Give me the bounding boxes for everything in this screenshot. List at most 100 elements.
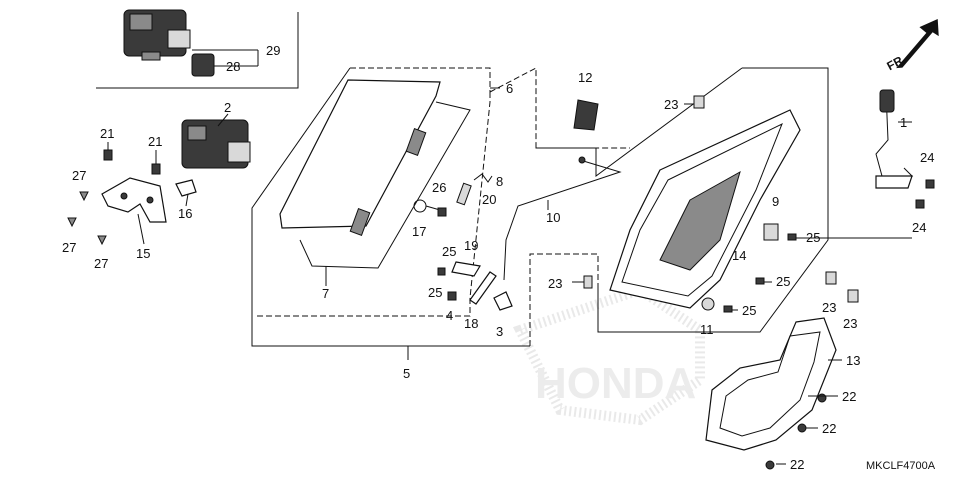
leader-28-29 [192, 49, 259, 67]
callout-22-c: 22 [790, 457, 804, 472]
grommet-22-a [817, 393, 827, 403]
part-10-cable [503, 159, 622, 281]
callout-21-a: 21 [100, 126, 114, 141]
callout-3: 3 [496, 324, 503, 339]
callout-26: 26 [432, 180, 446, 195]
callout-25-e: 25 [742, 303, 756, 318]
direction-label: FR. [884, 52, 908, 73]
screw-25-c [787, 233, 797, 241]
part-6-lid [279, 79, 441, 236]
part-17-spring [413, 199, 441, 213]
grommet-22-c [765, 460, 775, 470]
part-20-pin [456, 182, 472, 206]
callout-10: 10 [546, 210, 560, 225]
callout-16: 16 [178, 206, 192, 221]
bolt-21-b [151, 150, 161, 175]
part-11-grommet [701, 297, 715, 311]
clip-27-a [79, 191, 89, 202]
callout-19: 19 [464, 238, 478, 253]
part-28-connector [191, 53, 215, 77]
screw-4 [447, 291, 457, 301]
callout-27-c: 27 [94, 256, 108, 271]
callout-9: 9 [772, 194, 779, 209]
part-9-bracket [763, 223, 779, 241]
callout-6: 6 [506, 81, 513, 96]
nut-23-d [847, 289, 859, 303]
callout-25-d: 25 [776, 274, 790, 289]
screw-24-b [915, 199, 925, 209]
callout-24-b: 24 [912, 220, 926, 235]
callout-23-b: 23 [664, 97, 678, 112]
leaders-13-22 [776, 359, 842, 465]
honda-watermark: HONDA [512, 284, 705, 426]
leader-16 [185, 193, 189, 207]
part-18-lever [469, 271, 497, 305]
callout-23-c: 23 [822, 300, 836, 315]
screw-24-a [925, 179, 935, 189]
leader-15 [137, 213, 145, 245]
part-26-screw [437, 207, 447, 217]
part-2-actuator [181, 119, 251, 169]
callout-24-a: 24 [920, 150, 934, 165]
callout-23-a: 23 [548, 276, 562, 291]
part-16-clip [175, 179, 197, 197]
callout-4: 4 [446, 308, 453, 323]
part-19-latch [451, 261, 481, 277]
callout-25-a: 25 [442, 244, 456, 259]
leaders-misc [572, 121, 912, 311]
pocket-housing [609, 109, 801, 309]
part-3-catch [493, 291, 513, 311]
group-box-6 [256, 92, 491, 317]
callout-27-b: 27 [62, 240, 76, 255]
grommet-22-b [797, 423, 807, 433]
part-12-clip [573, 99, 599, 131]
callout-28: 28 [226, 59, 240, 74]
part-15-bracket [101, 177, 167, 223]
diagram-code: MKCLF4700A [866, 460, 936, 472]
callout-18: 18 [464, 316, 478, 331]
callout-23-d: 23 [843, 316, 857, 331]
callout-25-b: 25 [428, 285, 442, 300]
part-29-actuator [123, 9, 191, 61]
nut-23-top [693, 95, 705, 109]
callout-13: 13 [846, 353, 860, 368]
screw-25-a [437, 267, 446, 276]
screw-25-d [755, 277, 765, 285]
callout-5: 5 [403, 366, 410, 381]
callout-22-a: 22 [842, 389, 856, 404]
part-23-latch-nut [583, 275, 593, 289]
callout-15: 15 [136, 246, 150, 261]
clip-27-b [67, 217, 77, 228]
watermark-text: HONDA [535, 359, 696, 408]
part-8-spring [473, 173, 493, 183]
group-box-5 [251, 67, 530, 347]
group-box-latch [529, 253, 599, 346]
clip-27-c [97, 235, 107, 246]
callout-12: 12 [578, 70, 592, 85]
group-box-29 [96, 12, 299, 89]
callout-20: 20 [482, 192, 496, 207]
front-direction-arrow-icon: FR. [884, 19, 939, 73]
callout-11: 11 [700, 322, 714, 337]
nut-23-c [825, 271, 837, 285]
callout-27-a: 27 [72, 168, 86, 183]
callout-17: 17 [412, 224, 426, 239]
screw-25-e [723, 305, 733, 313]
callout-7: 7 [322, 286, 329, 301]
group-box-5-top [350, 67, 630, 149]
callout-29: 29 [266, 43, 280, 58]
group-box-pocket [597, 67, 829, 333]
leader-2 [217, 113, 229, 127]
callout-8: 8 [496, 174, 503, 189]
part-7-seal [299, 101, 471, 269]
part-13-panel [705, 317, 837, 451]
bolt-21-a [103, 142, 113, 161]
group-box-connector [536, 67, 743, 177]
callout-2: 2 [224, 100, 231, 115]
callout-21-b: 21 [148, 134, 162, 149]
callout-22-b: 22 [822, 421, 836, 436]
callout-14: 14 [732, 248, 746, 263]
part-1-wire [875, 89, 914, 189]
